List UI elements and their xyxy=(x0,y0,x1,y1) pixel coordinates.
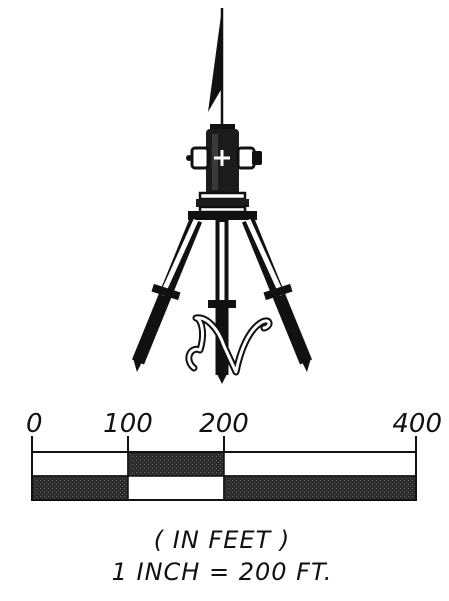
scale-tick-labels: 0 100 200 400 xyxy=(26,409,442,452)
scale-top-segment-0 xyxy=(31,451,129,477)
flag-icon xyxy=(208,8,224,125)
scale-tick-label-200: 200 xyxy=(199,409,249,439)
surveyor-transit-icon xyxy=(186,124,262,220)
units-caption: ( IN FEET ) xyxy=(154,526,290,554)
scale-top-segment-2 xyxy=(223,451,417,477)
scale-top-row xyxy=(31,451,417,477)
scale-tick-label-0: 0 xyxy=(26,409,43,439)
scale-ratio-caption: 1 INCH = 200 FT. xyxy=(112,558,333,586)
scale-top-segment-1 xyxy=(127,451,225,477)
scale-bottom-segment-0 xyxy=(31,475,129,501)
scale-tick-label-400: 400 xyxy=(392,409,442,439)
scale-tick-label-100: 100 xyxy=(103,409,153,439)
scale-bottom-segment-1 xyxy=(127,475,225,501)
scale-bottom-segment-2 xyxy=(223,475,417,501)
north-letter: N xyxy=(185,314,273,376)
tripod-icon xyxy=(131,217,313,384)
scale-bottom-row xyxy=(31,475,417,501)
scale-bar: 0 100 200 400 xyxy=(26,409,442,501)
scale-bar-frame xyxy=(31,451,417,501)
